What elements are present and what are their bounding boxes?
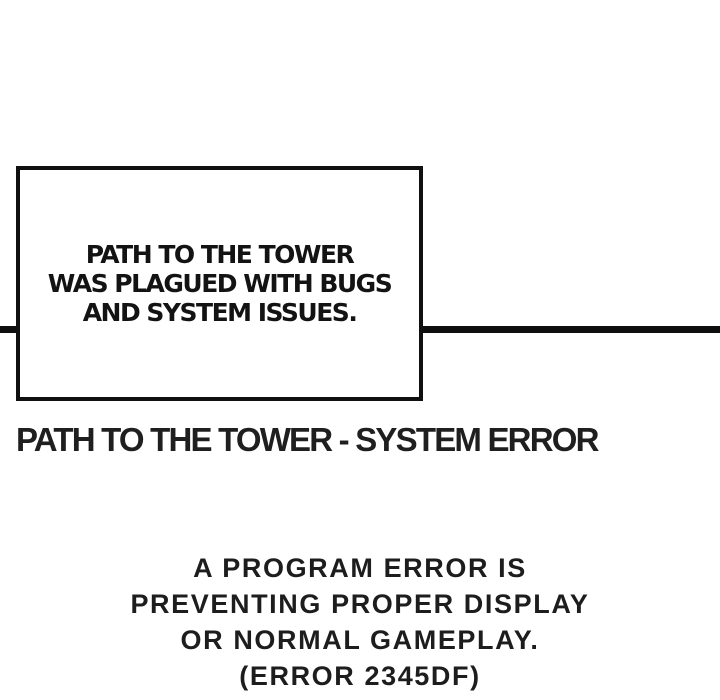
system-error-title: PATH TO THE TOWER - SYSTEM ERROR	[16, 421, 599, 458]
narration-line: WAS PLAGUED WITH BUGS	[47, 269, 393, 298]
error-message-line: (ERROR 2345DF)	[239, 661, 481, 691]
error-message-line: A PROGRAM ERROR IS	[193, 553, 527, 583]
error-message-line: OR NORMAL GAMEPLAY.	[180, 625, 540, 655]
narration-line: AND SYSTEM ISSUES.	[82, 298, 358, 327]
error-message: A PROGRAM ERROR IS PREVENTING PROPER DIS…	[0, 550, 720, 694]
narration-text: PATH TO THE TOWER WAS PLAGUED WITH BUGS …	[47, 240, 393, 327]
error-message-line: PREVENTING PROPER DISPLAY	[130, 589, 590, 619]
narration-line: PATH TO THE TOWER	[85, 240, 355, 269]
narration-box: PATH TO THE TOWER WAS PLAGUED WITH BUGS …	[16, 166, 423, 401]
